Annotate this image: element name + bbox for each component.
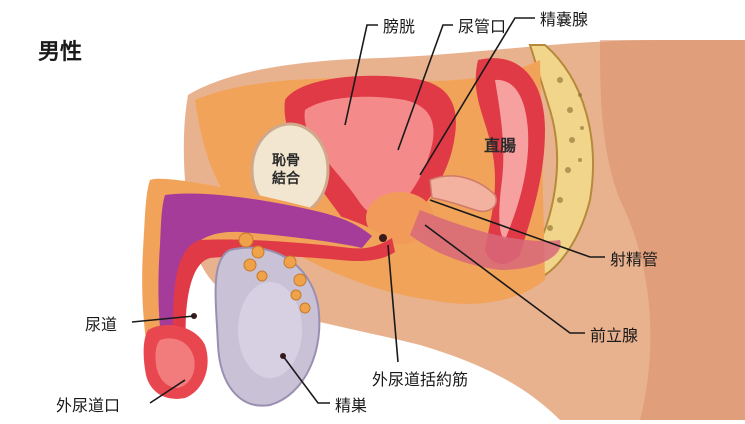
label-external-urethral-orifice: 外尿道口 [56, 396, 121, 415]
sacrum-pores [547, 77, 584, 231]
leader-lines [131, 17, 605, 404]
label-testis: 精巣 [335, 396, 368, 415]
orifice-dot [379, 234, 387, 242]
label-pubic-symphysis-2: 結合 [272, 171, 300, 187]
urethra-channel [172, 238, 395, 374]
glans-inner [155, 338, 195, 388]
label-rectum: 直腸 [484, 136, 517, 155]
leader-testis [282, 355, 330, 404]
bladder-lumen [304, 96, 434, 217]
rectum-lumen [495, 79, 529, 240]
label-bladder: 膀胱 [383, 17, 416, 36]
body-shade [600, 40, 745, 420]
label-prostate: 前立腺 [590, 326, 639, 345]
label-external-sphincter: 外尿道括約筋 [372, 370, 469, 389]
label-urethral-orifice: 尿管口 [458, 17, 507, 36]
leader-urethral-orifice [397, 24, 453, 151]
leader-urethra [131, 315, 195, 323]
testis-body [238, 282, 302, 378]
page-title: 男性 [38, 40, 83, 65]
leader-seminal-vesicle [419, 17, 535, 176]
leader-prostate [424, 224, 585, 334]
leader-ejaculatory-duct [429, 199, 605, 258]
corpus-cavernosum [158, 193, 372, 362]
label-pubic-symphysis-1: 恥骨 [272, 153, 300, 169]
label-seminal-vesicle: 精嚢腺 [540, 10, 589, 29]
leader-bladder [344, 24, 378, 126]
sacrum [528, 44, 594, 277]
pelvic-muscle [410, 210, 561, 270]
seminal-vesicle-shape [429, 175, 497, 212]
label-urethra: 尿道 [85, 315, 118, 334]
vas-deferens-nodules [238, 232, 311, 314]
leader-external-orifice [149, 379, 186, 404]
label-ejaculatory-duct: 射精管 [610, 250, 659, 269]
leader-external-sphincter [387, 244, 399, 363]
